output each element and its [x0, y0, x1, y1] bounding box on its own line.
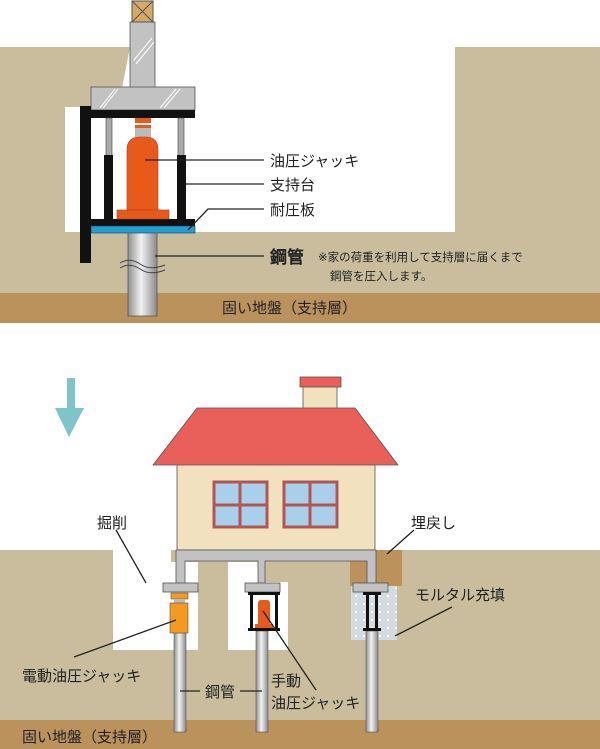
label-manual-jack-1: 手動: [271, 672, 301, 690]
steel-pipe-middle: [255, 630, 269, 733]
support-stand: [80, 106, 195, 263]
label-steel-pipe: 鋼管: [269, 247, 304, 268]
house: [152, 376, 399, 551]
soil: [0, 550, 600, 720]
steel-support: [363, 592, 381, 631]
note-line-2: 鋼管を圧入します。: [330, 269, 432, 283]
label-excavation: 掘削: [97, 514, 127, 532]
pressure-plate: [90, 225, 196, 234]
label-mortar-fill: モルタル充填: [415, 586, 505, 604]
window-left: [212, 480, 269, 529]
label-hydraulic-jack: 油圧ジャッキ: [270, 152, 359, 170]
steel-pipe: [127, 232, 158, 317]
steel-pipe-right: [365, 630, 379, 733]
label-steel-pipe-bottom: 鋼管: [205, 683, 235, 701]
bearing-layer: [0, 720, 600, 749]
excavation-pit-left: [113, 550, 171, 650]
label-support-stand: 支持台: [270, 176, 315, 194]
timber-post-icon: [131, 0, 154, 23]
excavation-pit-middle: [228, 562, 258, 650]
hydraulic-jack: [116, 118, 170, 220]
note-line-1: ※家の荷重を利用して支持層に届くまで: [318, 250, 523, 264]
label-bearing-stratum-top: 固い地盤（支持層）: [222, 299, 357, 317]
roof: [152, 407, 399, 466]
electric-hydraulic-jack: [169, 592, 189, 634]
bearing-layer: [0, 293, 600, 323]
steel-pipe-left: [173, 632, 187, 733]
label-manual-jack-2: 油圧ジャッキ: [271, 694, 360, 712]
break-mark: [119, 259, 166, 274]
house-wall: [176, 463, 376, 551]
label-pressure-plate: 耐圧板: [270, 201, 315, 219]
label-bearing-stratum-bottom: 固い地盤（支持層）: [22, 728, 157, 746]
label-electric-jack: 電動油圧ジャッキ: [22, 667, 141, 685]
window-right: [282, 480, 339, 529]
label-backfill: 埋戻し: [411, 514, 456, 532]
bottom-diagram: 掘削 埋戻し モルタル充填 電動油圧ジャッキ 鋼管 手動 油圧ジャッキ 固い地盤…: [0, 376, 600, 749]
down-arrow-icon: [55, 378, 84, 437]
hatch: [99, 37, 181, 109]
top-diagram: 油圧ジャッキ 支持台 耐圧板 鋼管 ※家の荷重を利用して支持層に届くまで 鋼管を…: [0, 0, 600, 323]
